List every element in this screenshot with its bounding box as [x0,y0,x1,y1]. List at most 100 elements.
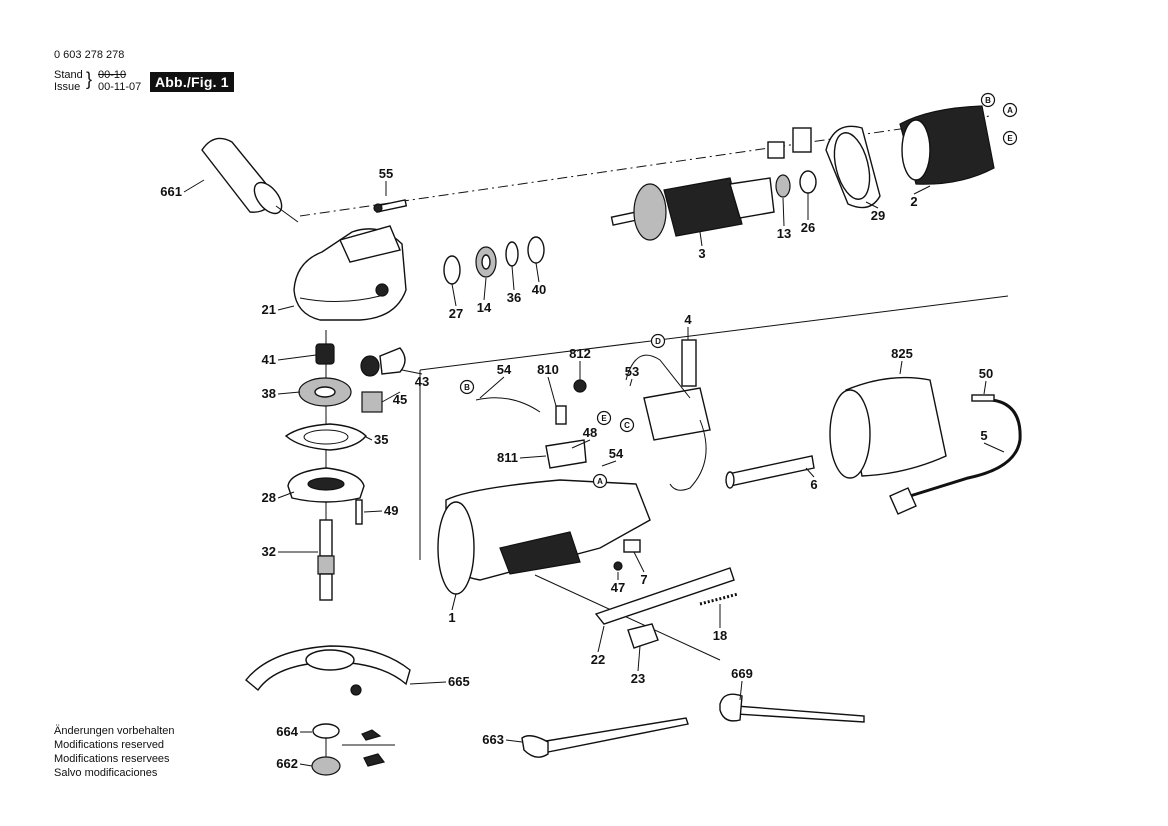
part-label-54: 54 [609,446,624,461]
part-label-810: 810 [537,362,559,377]
issue-date: 00-11-07 [98,81,142,93]
part-label-47: 47 [611,580,625,595]
leader-line-662 [299,763,313,767]
leader-line-41 [277,354,317,361]
leader-line-40 [535,262,540,283]
connection-marker-e: E [596,410,612,426]
leader-line-22 [597,625,605,653]
open-wrench-drawing [719,693,865,723]
note-en: Modifications reserved [54,739,165,751]
part-label-662: 662 [276,756,298,771]
small-fasteners-drawing [613,539,641,571]
leader-line-23 [637,645,641,672]
part-label-32: 32 [262,544,276,559]
part-label-5: 5 [980,428,987,443]
part-label-663: 663 [482,732,504,747]
leader-line-53 [629,378,633,387]
field-coil-drawing [899,105,995,185]
leader-line-5 [983,442,1005,453]
leader-line-663 [505,739,523,743]
part-label-53: 53 [625,364,639,379]
motor-cover-drawing [829,376,947,479]
leader-line-6 [805,467,815,478]
part-label-21: 21 [262,302,276,317]
part-label-49: 49 [384,503,398,518]
connection-marker-c: C [619,417,635,433]
leader-line-35 [365,436,373,441]
spindle-drawing [317,519,335,601]
leader-line-38 [277,391,301,395]
part-label-664: 664 [276,724,298,739]
svg-text:B: B [985,96,991,105]
leader-line-13 [782,197,785,227]
leader-line-50 [983,380,987,395]
bearing-set-drawing [443,236,545,285]
leader-line-3 [699,231,703,247]
part-label-2: 2 [910,194,917,209]
stand-date: 00-10 [98,69,127,81]
armature-axis-line [299,115,991,217]
leader-line-28 [277,491,295,499]
guard-drawing [245,645,411,696]
leader-line-48 [571,439,591,449]
leader-line-36 [511,265,515,291]
part-label-27: 27 [449,306,463,321]
switch-bar-line [534,574,721,661]
leader-line-45 [381,391,401,403]
auxiliary-handle-drawing [201,137,299,223]
connection-marker-a: A [1002,102,1018,118]
part-label-14: 14 [477,300,492,315]
part-label-43: 43 [415,374,429,389]
bearing-shield-drawing [825,125,881,209]
part-label-4: 4 [684,312,692,327]
connection-marker-b: B [980,92,996,108]
part-label-38: 38 [262,386,276,401]
part-label-22: 22 [591,652,605,667]
gear-set-drawing [298,343,406,413]
part-label-26: 26 [801,220,815,235]
part-label-36: 36 [507,290,521,305]
leader-line-810 [547,376,557,407]
power-cable-drawing [889,394,1022,515]
part-label-811: 811 [497,450,518,465]
part-label-13: 13 [777,226,791,241]
switch-bar-drawing [594,567,739,649]
part-label-48: 48 [583,425,597,440]
svg-text:A: A [597,477,603,486]
leader-line-54 [601,460,617,467]
figure-label: Abb./Fig. 1 [150,72,234,92]
leader-line-21 [277,305,295,311]
switch-group-drawing [475,339,711,491]
note-de: Änderungen vorbehalten [54,725,175,737]
leader-line-54 [479,376,505,399]
pin-spanner-drawing [521,717,689,758]
modification-notes: Änderungen vorbehalten Modifications res… [54,724,174,780]
leader-line-2 [913,185,931,195]
issue-label: Issue [54,81,81,93]
part-label-40: 40 [532,282,546,297]
small-bearings-drawing [767,127,817,198]
connection-marker-e: E [1002,130,1018,146]
armature-drawing [610,177,775,241]
part-label-812: 812 [569,346,591,361]
svg-text:A: A [1007,106,1013,115]
leader-line-825 [899,360,903,375]
leader-line-1 [451,593,457,611]
housing-group-line-top [419,295,1009,371]
leader-line-665 [409,681,447,685]
part-label-6: 6 [810,477,817,492]
svg-text:E: E [601,414,607,423]
leader-line-669 [739,680,743,701]
connection-marker-d: D [650,333,666,349]
leader-line-29 [865,201,879,209]
connection-marker-b: B [459,379,475,395]
part-label-35: 35 [374,432,388,447]
svg-text:D: D [655,337,661,346]
leader-line-7 [633,551,645,573]
leader-line-14 [483,277,487,301]
part-number: 0 603 278 278 [54,49,125,61]
leader-line-43 [401,369,423,375]
part-label-41: 41 [262,352,276,367]
svg-text:B: B [464,383,470,392]
motor-housing-drawing [437,479,651,595]
